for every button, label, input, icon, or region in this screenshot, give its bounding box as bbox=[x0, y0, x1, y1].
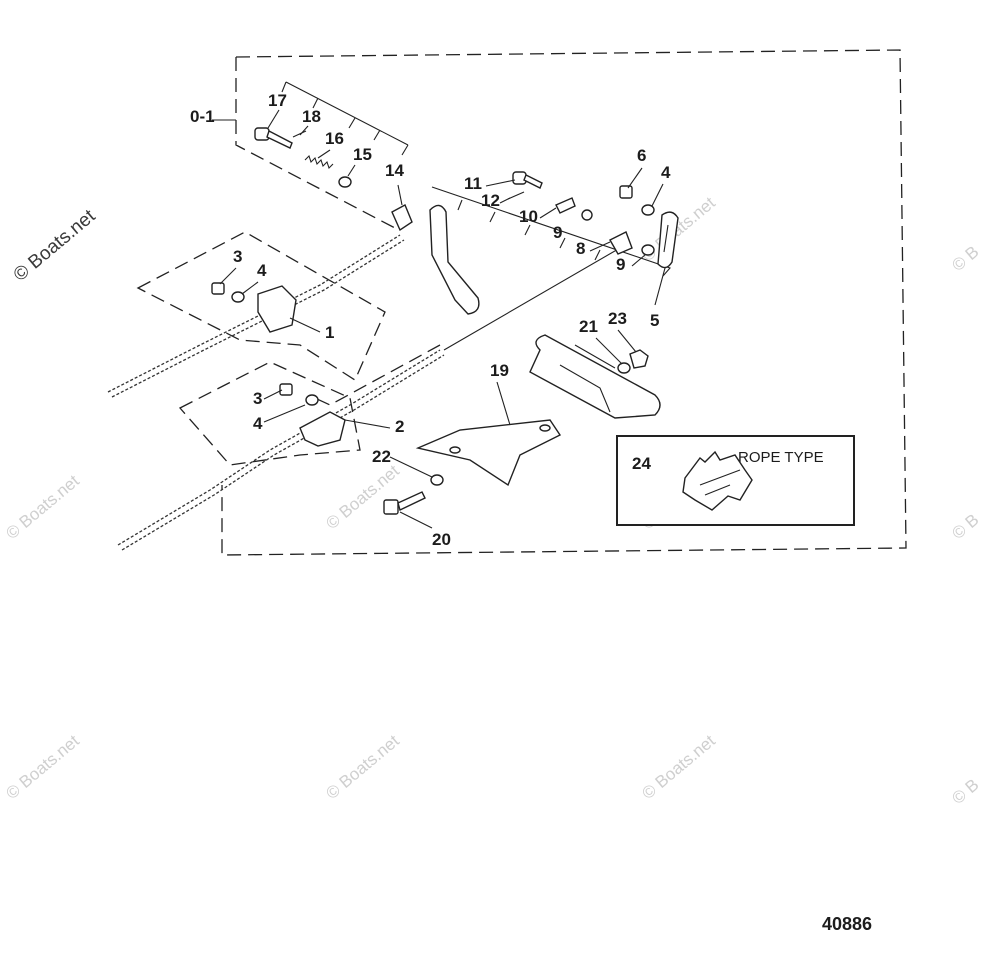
part-3-screw-upper bbox=[211, 282, 225, 295]
part-20-bolt bbox=[383, 491, 426, 515]
part-2-clamp bbox=[299, 411, 346, 447]
part-8-connector bbox=[609, 231, 633, 255]
part-10-fitting bbox=[555, 197, 576, 214]
callout-12: 12 bbox=[481, 191, 500, 210]
part-6-screw bbox=[619, 185, 633, 199]
callout-4: 4 bbox=[253, 414, 263, 433]
callout-20: 20 bbox=[432, 530, 451, 549]
watermark-main: © Boats.net bbox=[10, 205, 100, 286]
part-15-washer bbox=[338, 176, 352, 188]
inset-rope-type: ROPE TYPE bbox=[616, 435, 855, 526]
callout-16: 16 bbox=[325, 129, 344, 148]
part-24-detail bbox=[699, 469, 741, 496]
part-22-washer bbox=[430, 474, 444, 486]
part-16-spring bbox=[304, 154, 334, 170]
callout-3: 3 bbox=[233, 247, 242, 266]
part-9-washer bbox=[641, 244, 655, 256]
callout-2: 2 bbox=[395, 417, 404, 436]
callout-3: 3 bbox=[253, 389, 262, 408]
callout-4: 4 bbox=[257, 261, 267, 280]
figure-id: 40886 bbox=[822, 914, 872, 934]
part-17-screw bbox=[254, 127, 293, 149]
watermark: © B bbox=[948, 510, 982, 543]
callout-1: 1 bbox=[325, 323, 334, 342]
part-1-clamp bbox=[257, 285, 297, 333]
part-19-bracket bbox=[415, 419, 562, 487]
inset-label: ROPE TYPE bbox=[738, 449, 824, 466]
part-4-washer-top bbox=[641, 204, 655, 216]
part-12-pin bbox=[507, 191, 525, 200]
frame-tube-detail bbox=[559, 344, 616, 413]
part-5-slot bbox=[663, 224, 669, 253]
callout-9: 9 bbox=[616, 255, 625, 274]
callout-4: 4 bbox=[661, 163, 671, 182]
watermark: © Boats.net bbox=[2, 731, 83, 803]
callout-14: 14 bbox=[385, 161, 404, 180]
subassembly-2-outline bbox=[178, 361, 361, 466]
part-5-lever bbox=[657, 211, 679, 269]
callout-5: 5 bbox=[650, 311, 659, 330]
watermark: © Boats.net bbox=[2, 471, 83, 543]
part-14-connector bbox=[391, 204, 413, 232]
watermark: © Boats.net bbox=[322, 731, 403, 803]
watermark: © B bbox=[948, 242, 982, 275]
part-4-washer-upper bbox=[231, 291, 245, 303]
link-rod bbox=[443, 247, 621, 351]
callout-24: 24 bbox=[632, 454, 651, 473]
callout-8: 8 bbox=[576, 239, 585, 258]
callout-19: 19 bbox=[490, 361, 509, 380]
assembly-boundary bbox=[221, 49, 907, 556]
part-4-washer-lower bbox=[305, 394, 319, 406]
callout-18: 18 bbox=[302, 107, 321, 126]
callout-6: 6 bbox=[637, 146, 646, 165]
part-10-washer bbox=[581, 209, 593, 221]
group-bracket-0-1 bbox=[212, 81, 409, 156]
watermark: © Boats.net bbox=[638, 731, 719, 803]
part-21-washer bbox=[617, 362, 631, 374]
leader-lines bbox=[219, 109, 681, 529]
part-19-hole bbox=[449, 446, 461, 454]
shift-cable-lower bbox=[117, 349, 441, 546]
part-24-linkage bbox=[682, 450, 753, 511]
watermark: © Boats.net bbox=[322, 461, 403, 533]
part-23-nut bbox=[629, 349, 649, 369]
callout-10: 10 bbox=[519, 207, 538, 226]
part-18-pin bbox=[292, 130, 307, 138]
watermark: © B bbox=[948, 775, 982, 808]
callout-11: 11 bbox=[464, 174, 482, 193]
callout-9: 9 bbox=[553, 223, 562, 242]
callout-21: 21 bbox=[579, 317, 598, 336]
part-11-screw bbox=[512, 171, 543, 189]
part-3-screw-lower bbox=[279, 383, 293, 396]
callout-0-1: 0-1 bbox=[190, 107, 215, 126]
throttle-arm bbox=[429, 204, 480, 315]
group-bracket-linkage bbox=[431, 186, 671, 277]
callout-17: 17 bbox=[268, 91, 287, 110]
throttle-cable-upper bbox=[107, 234, 401, 393]
frame-tube bbox=[529, 334, 661, 419]
part-19-hole-2 bbox=[539, 424, 551, 432]
shift-cable-lower-2 bbox=[121, 354, 445, 551]
callout-22: 22 bbox=[372, 447, 391, 466]
callout-23: 23 bbox=[608, 309, 627, 328]
callout-15: 15 bbox=[353, 145, 372, 164]
